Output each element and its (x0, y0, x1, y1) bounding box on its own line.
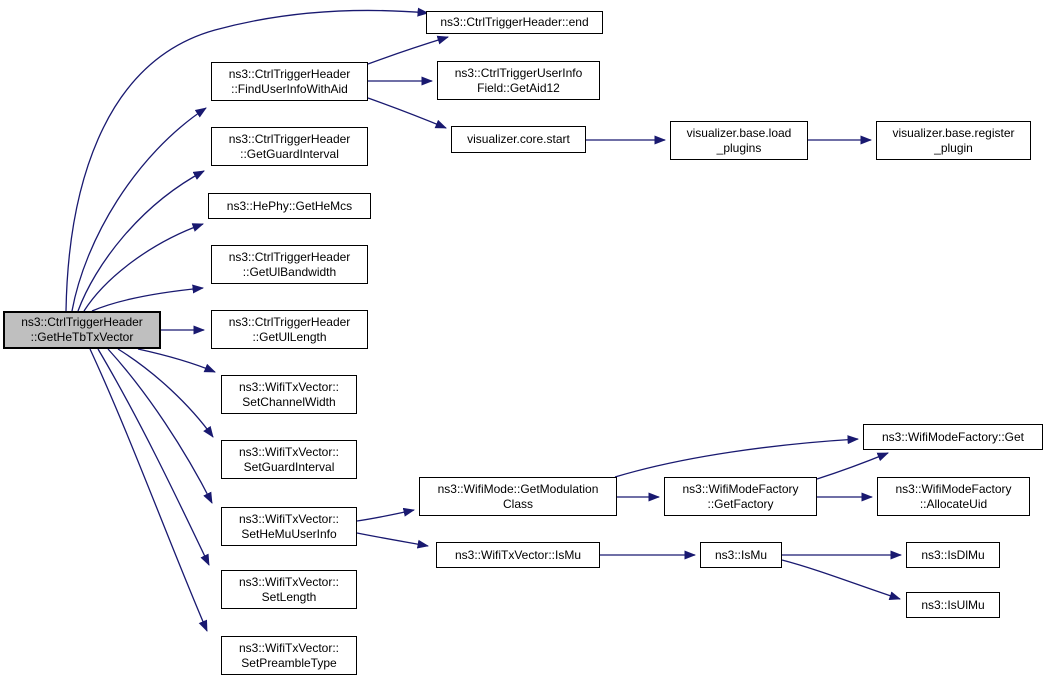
graph-node-get-ul-length[interactable]: ns3::CtrlTriggerHeader::GetUlLength (211, 310, 368, 349)
edge-is-mu-to-is-ul-mu (781, 559, 901, 601)
edge-find-user-info-with-aid-to-visualizer-core-start (367, 97, 447, 129)
graph-node-label: ns3::WifiTxVector:: (238, 574, 340, 589)
graph-node-label: Class (502, 496, 533, 511)
graph-node-label: ns3::CtrlTriggerUserInfo (454, 65, 583, 80)
edge-set-he-mu-user-info-to-get-modulation-class (356, 507, 415, 522)
graph-node-wifi-mode-factory-get[interactable]: ns3::WifiModeFactory::Get (863, 424, 1043, 450)
graph-node-label: ns3::CtrlTriggerHeader (228, 66, 351, 81)
graph-node-visualizer-base-register-plugin[interactable]: visualizer.base.register_plugin (876, 121, 1031, 160)
graph-node-set-length[interactable]: ns3::WifiTxVector::SetLength (221, 570, 357, 609)
graph-node-label: ns3::CtrlTriggerHeader (228, 314, 351, 329)
graph-node-is-ul-mu[interactable]: ns3::IsUlMu (906, 592, 1000, 618)
graph-node-get-guard-interval[interactable]: ns3::CtrlTriggerHeader::GetGuardInterval (211, 127, 368, 166)
edge-find-user-info-with-aid-to-end (367, 35, 449, 65)
graph-node-set-he-mu-user-info[interactable]: ns3::WifiTxVector::SetHeMuUserInfo (221, 507, 357, 546)
graph-node-find-user-info-with-aid[interactable]: ns3::CtrlTriggerHeader::FindUserInfoWith… (211, 62, 368, 101)
edge-group (65, 7, 902, 632)
edge-get-factory-to-wifi-mode-factory-get (816, 452, 889, 480)
graph-node-label: ns3::IsMu (714, 547, 768, 562)
graph-node-label: SetLength (261, 589, 317, 604)
graph-node-label: ns3::WifiTxVector:: (238, 640, 340, 655)
edge-get-he-tb-tx-vector-to-set-preamble-type (89, 348, 208, 632)
graph-node-get-he-mcs[interactable]: ns3::HePhy::GetHeMcs (208, 193, 371, 219)
edge-get-modulation-class-to-wifi-mode-factory-get (614, 435, 859, 478)
graph-node-label: ns3::CtrlTriggerHeader (228, 131, 351, 146)
graph-node-label: visualizer.base.register (892, 125, 1015, 140)
graph-node-is-mu[interactable]: ns3::IsMu (700, 542, 782, 568)
graph-node-label: SetChannelWidth (242, 394, 336, 409)
graph-node-label: ::GetUlLength (252, 329, 327, 344)
graph-node-label: ns3::WifiModeFactory::Get (881, 429, 1025, 444)
graph-node-label: SetHeMuUserInfo (241, 526, 337, 541)
edge-get-he-tb-tx-vector-to-set-guard-interval (117, 348, 214, 438)
graph-node-end[interactable]: ns3::CtrlTriggerHeader::end (426, 11, 603, 34)
graph-node-label: _plugins (716, 140, 762, 155)
graph-node-label: SetPreambleType (241, 655, 337, 670)
graph-node-label: ::GetUlBandwidth (242, 264, 337, 279)
edge-get-he-tb-tx-vector-to-set-channel-width (137, 348, 216, 373)
graph-node-wifi-tx-vector-is-mu[interactable]: ns3::WifiTxVector::IsMu (436, 542, 600, 568)
graph-node-set-guard-interval[interactable]: ns3::WifiTxVector::SetGuardInterval (221, 440, 357, 479)
edge-get-he-tb-tx-vector-to-get-he-mcs (83, 223, 204, 312)
edge-get-he-tb-tx-vector-to-get-ul-bandwidth (91, 284, 204, 312)
graph-node-label: ns3::WifiTxVector:: (238, 444, 340, 459)
graph-node-set-channel-width[interactable]: ns3::WifiTxVector::SetChannelWidth (221, 375, 357, 414)
graph-node-label: ns3::WifiTxVector:: (238, 379, 340, 394)
graph-node-label: ::GetFactory (707, 496, 774, 511)
graph-node-label: ns3::WifiMode::GetModulation (437, 481, 599, 496)
graph-node-label: ns3::HePhy::GetHeMcs (226, 198, 353, 213)
graph-node-set-preamble-type[interactable]: ns3::WifiTxVector::SetPreambleType (221, 636, 357, 675)
graph-node-label: ns3::WifiModeFactory (895, 481, 1012, 496)
edge-get-he-tb-tx-vector-to-set-he-mu-user-info (107, 348, 213, 504)
graph-node-label: SetGuardInterval (243, 459, 335, 474)
graph-node-label: _plugin (934, 140, 973, 155)
graph-node-get-he-tb-tx-vector: ns3::CtrlTriggerHeader::GetHeTbTxVector (3, 311, 161, 349)
graph-node-get-ul-bandwidth[interactable]: ns3::CtrlTriggerHeader::GetUlBandwidth (211, 245, 368, 284)
graph-node-label: ns3::WifiTxVector::IsMu (454, 547, 582, 562)
graph-node-is-dl-mu[interactable]: ns3::IsDlMu (906, 542, 1000, 568)
graph-node-label: ns3::CtrlTriggerHeader (228, 249, 351, 264)
graph-node-label: Field::GetAid12 (477, 80, 560, 95)
graph-node-visualizer-base-load-plugins[interactable]: visualizer.base.load_plugins (670, 121, 808, 160)
graph-node-label: ns3::IsDlMu (921, 547, 985, 562)
edge-set-he-mu-user-info-to-wifi-tx-vector-is-mu (356, 532, 429, 549)
graph-node-label: ::GetHeTbTxVector (30, 330, 134, 344)
graph-node-label: ::GetGuardInterval (240, 146, 339, 161)
graph-node-visualizer-core-start[interactable]: visualizer.core.start (451, 126, 586, 153)
graph-node-label: ns3::WifiModeFactory (682, 481, 799, 496)
graph-node-label: ns3::WifiTxVector:: (238, 511, 340, 526)
graph-node-label: ns3::IsUlMu (921, 597, 985, 612)
edge-get-he-tb-tx-vector-to-get-guard-interval (77, 170, 205, 312)
graph-node-label: visualizer.base.load (686, 125, 792, 140)
edge-get-he-tb-tx-vector-to-find-user-info-with-aid (71, 107, 207, 312)
graph-node-label: ns3::CtrlTriggerHeader (21, 315, 143, 329)
graph-node-label: ns3::CtrlTriggerHeader::end (440, 15, 589, 29)
edge-get-he-tb-tx-vector-to-set-length (97, 348, 210, 566)
graph-node-label: ::AllocateUid (919, 496, 988, 511)
graph-node-get-factory[interactable]: ns3::WifiModeFactory::GetFactory (664, 477, 817, 516)
graph-node-label: visualizer.core.start (467, 132, 570, 146)
graph-node-allocate-uid[interactable]: ns3::WifiModeFactory::AllocateUid (877, 477, 1030, 516)
graph-node-label: ::FindUserInfoWithAid (231, 81, 348, 96)
